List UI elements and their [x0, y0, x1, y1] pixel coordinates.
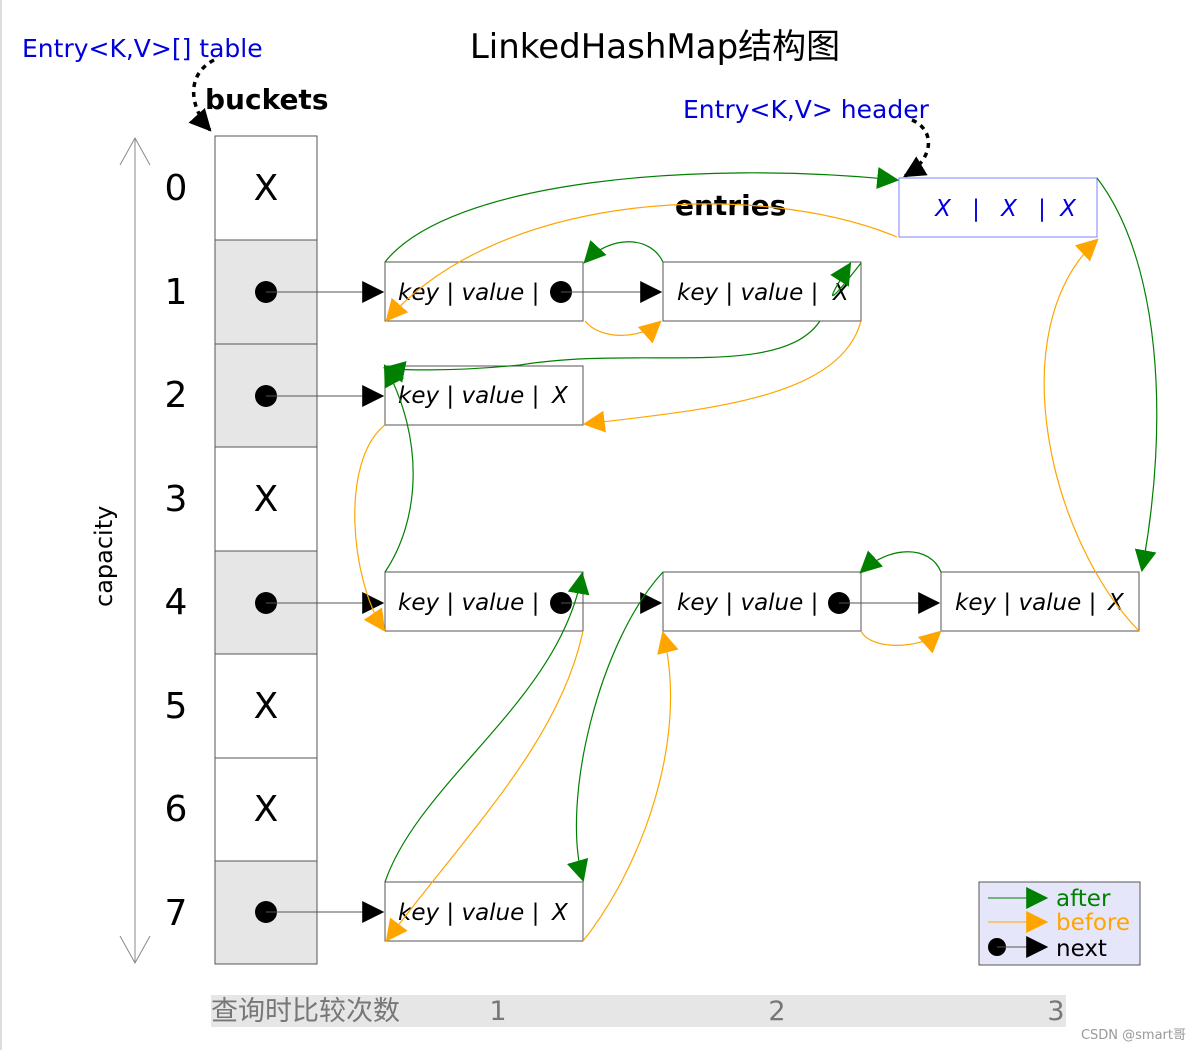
- comparison-bar: 查询时比较次数 1 2 3: [211, 995, 1066, 1027]
- header-label: Entry<K,V> header: [683, 95, 930, 124]
- entry-4b: key | value |: [662, 571, 862, 632]
- comparison-label: 查询时比较次数: [211, 996, 400, 1027]
- entry-1b-null: X: [832, 280, 850, 306]
- header-sep-1: |: [972, 196, 980, 222]
- entry-2a: key | value | X: [384, 365, 584, 426]
- header-sep-2: |: [1038, 196, 1046, 222]
- buckets-column: [214, 135, 318, 965]
- bucket-pointers: [255, 281, 385, 923]
- comparison-step-1: 1: [489, 996, 506, 1027]
- entry-1a: key | value |: [384, 261, 584, 322]
- header-field-3: X: [1059, 196, 1077, 222]
- legend-before: before: [1056, 910, 1130, 936]
- entry-2a-text: key | value |: [398, 383, 539, 409]
- bucket-index-4: 4: [165, 582, 188, 623]
- entry-1b: key | value | X: [662, 261, 862, 322]
- capacity-label: capacity: [90, 506, 118, 607]
- bucket-empty-3: X: [254, 479, 279, 520]
- legend-next: next: [1056, 936, 1107, 962]
- entry-7a-text: key | value |: [398, 900, 539, 926]
- entry-1b-text: key | value |: [677, 280, 818, 306]
- entry-4c: key | value | X: [940, 571, 1140, 632]
- entry-7a: key | value | X: [384, 881, 584, 942]
- buckets-label: buckets: [205, 83, 328, 116]
- legend-after: after: [1056, 886, 1111, 912]
- entries-label: entries: [675, 189, 786, 222]
- bucket-empty-0: X: [254, 168, 279, 209]
- bucket-index-5: 5: [165, 686, 188, 727]
- entry-1a-text: key | value |: [398, 280, 539, 306]
- page-title: LinkedHashMap结构图: [470, 27, 840, 67]
- bucket-index-3: 3: [165, 479, 188, 520]
- entry-4a-text: key | value |: [398, 590, 539, 616]
- bucket-index-6: 6: [165, 789, 188, 830]
- header-entry-box: X | X | X: [898, 177, 1098, 238]
- watermark: CSDN @smart哥: [1081, 1028, 1186, 1043]
- header-field-1: X: [934, 196, 952, 222]
- table-pointer-arrow: [188, 58, 215, 132]
- bucket-empty-5: X: [254, 686, 279, 727]
- bucket-index-7: 7: [165, 893, 188, 934]
- entry-4a: key | value |: [384, 571, 584, 632]
- entry-2a-null: X: [551, 383, 569, 409]
- header-pointer-arrow: [903, 118, 931, 178]
- capacity-axis: capacity: [90, 136, 151, 965]
- entry-7a-null: X: [551, 900, 569, 926]
- comparison-step-3: 3: [1047, 996, 1064, 1027]
- bucket-index-1: 1: [165, 272, 188, 313]
- entry-4c-text: key | value |: [955, 590, 1096, 616]
- legend: after before next: [978, 881, 1141, 966]
- table-label: Entry<K,V>[] table: [22, 34, 263, 63]
- after-links: [382, 167, 1158, 883]
- header-field-2: X: [1000, 196, 1018, 222]
- next-pointers: [561, 281, 941, 614]
- before-links: [354, 203, 1140, 942]
- comparison-step-2: 2: [768, 996, 785, 1027]
- bucket-index-0: 0: [165, 168, 188, 209]
- entry-4b-text: key | value |: [677, 590, 818, 616]
- bucket-index-2: 2: [165, 375, 188, 416]
- bucket-empty-6: X: [254, 789, 279, 830]
